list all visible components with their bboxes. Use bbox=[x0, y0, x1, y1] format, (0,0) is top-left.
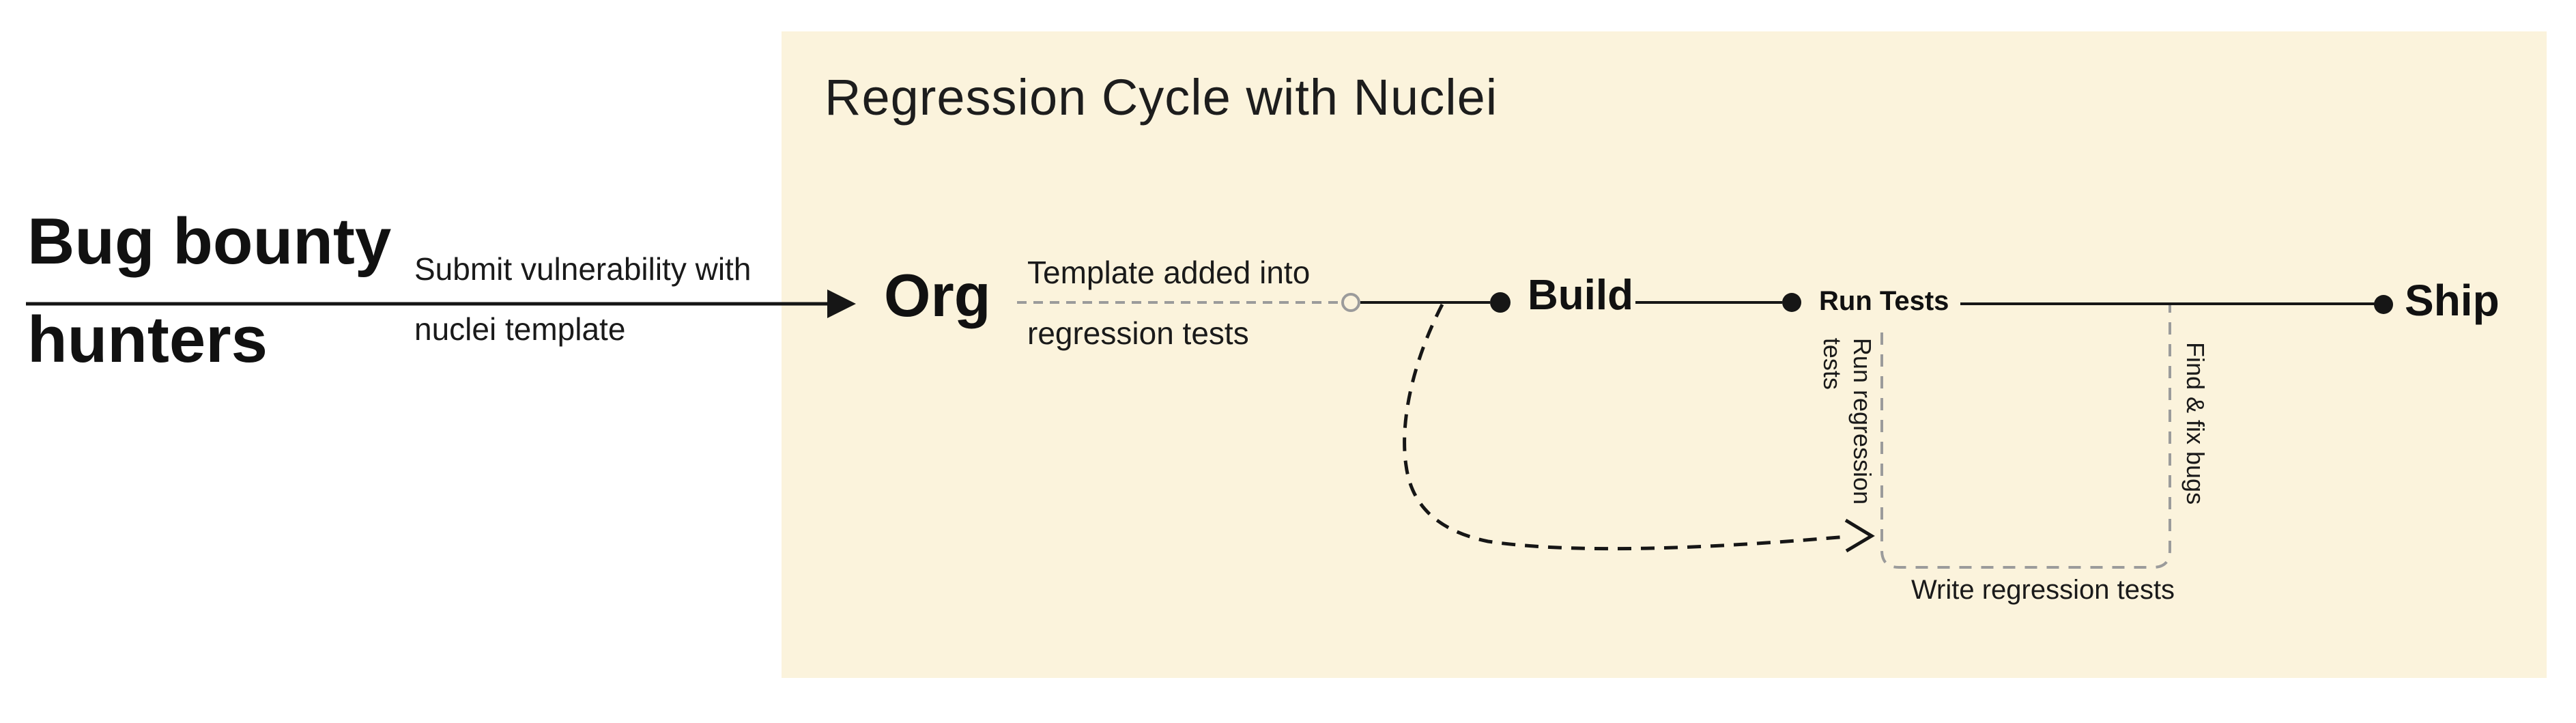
actor-label-line1: Bug bounty bbox=[27, 205, 392, 278]
run-regression-arrow-head bbox=[1844, 518, 1875, 553]
run-tests-dot bbox=[1782, 293, 1801, 312]
write-regression-tests-label: Write regression tests bbox=[1911, 575, 2175, 605]
run-regression-tests-vertical-label: Run regression tests bbox=[1818, 337, 1876, 505]
submit-arrow-label-line1: Submit vulnerability with bbox=[414, 251, 752, 287]
node-ship: Ship bbox=[2405, 276, 2500, 325]
node-run-tests: Run Tests bbox=[1819, 286, 1949, 316]
submit-arrow-head bbox=[827, 289, 856, 318]
find-fix-bugs-vertical-label: Find & fix bugs bbox=[2181, 341, 2209, 505]
junction-circle bbox=[1341, 293, 1360, 312]
node-org: Org bbox=[884, 261, 991, 329]
actor-label-line2: hunters bbox=[27, 303, 268, 376]
write-tests-dashed-loop bbox=[1880, 305, 2171, 569]
panel-title: Regression Cycle with Nuclei bbox=[825, 69, 1498, 126]
submit-arrow-label-line2: nuclei template bbox=[414, 311, 626, 347]
node-build: Build bbox=[1528, 272, 1633, 319]
ship-dot bbox=[2374, 295, 2393, 314]
cycle-panel-background bbox=[782, 31, 2547, 678]
template-edge-label-line1: Template added into bbox=[1027, 255, 1311, 290]
run-regression-dashed-curve bbox=[1403, 303, 1848, 551]
build-dot bbox=[1490, 292, 1511, 313]
template-edge-label-line2: regression tests bbox=[1027, 315, 1249, 351]
